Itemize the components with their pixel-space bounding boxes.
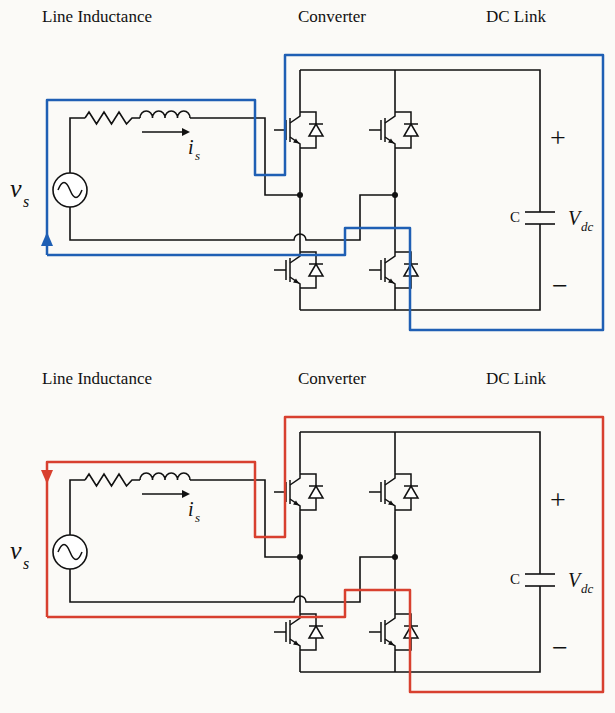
signal-subscript: s: [195, 149, 200, 162]
inductor-symbol: [140, 111, 190, 118]
sine-symbol: [58, 183, 82, 198]
junction-dot: [297, 192, 303, 198]
leg-wire: [394, 150, 396, 250]
wire: [70, 480, 85, 535]
igbt-switch: [369, 472, 418, 512]
capacitor-plate: [525, 211, 555, 213]
current-path: [47, 55, 603, 330]
current-path: [47, 417, 603, 692]
component-name: C: [510, 572, 520, 587]
inductor-symbol: [140, 473, 190, 480]
junction-dot: [392, 554, 398, 560]
resistor-symbol: [85, 474, 140, 486]
section-title: Converter: [298, 8, 366, 25]
leg-wire: [394, 70, 396, 110]
signal-name: V: [568, 570, 580, 590]
igbt-switch: [369, 110, 418, 150]
leg-wire: [299, 150, 301, 250]
signal-subscript: dc: [581, 220, 593, 233]
junction-dot: [392, 192, 398, 198]
arrow-head: [182, 128, 190, 136]
signal-subscript: dc: [581, 582, 593, 595]
signal-name: V: [568, 208, 580, 228]
signal-subscript: s: [195, 511, 200, 524]
direction-arrow: [41, 232, 53, 246]
signal-name: i: [188, 499, 194, 519]
leg-wire: [394, 512, 396, 612]
signal-subscript: s: [23, 194, 29, 210]
current-arrow: [142, 131, 184, 133]
sine-symbol: [58, 545, 82, 560]
capacitor-plate: [525, 223, 555, 225]
signal-name: v: [10, 538, 22, 564]
signal-name: v: [10, 176, 22, 202]
wire: [190, 118, 300, 195]
polarity-mark: −: [552, 634, 568, 662]
leg-wire: [394, 290, 396, 310]
resistor-symbol: [85, 112, 140, 124]
dc-rail: [300, 432, 540, 574]
polarity-mark: +: [550, 486, 566, 514]
arrow-head: [182, 490, 190, 498]
section-title: Line Inductance: [42, 8, 152, 25]
leg-wire: [299, 290, 301, 310]
signal-subscript: s: [23, 556, 29, 572]
leg-wire: [299, 652, 301, 672]
dc-rail: [300, 70, 540, 212]
capacitor-plate: [525, 585, 555, 587]
leg-wire: [299, 432, 301, 472]
converter-circuit: [41, 55, 603, 330]
capacitor-plate: [525, 573, 555, 575]
ac-source: [53, 535, 87, 569]
igbt-switch: [274, 110, 323, 150]
section-title: Converter: [298, 370, 366, 387]
section-title: DC Link: [486, 8, 546, 25]
junction-dot: [297, 554, 303, 560]
converter-circuit: [41, 417, 603, 692]
component-name: C: [510, 210, 520, 225]
polarity-mark: +: [550, 124, 566, 152]
current-arrow: [142, 493, 184, 495]
dc-rail: [300, 586, 540, 672]
leg-wire: [299, 70, 301, 110]
leg-wire: [299, 512, 301, 612]
wire: [70, 118, 85, 173]
direction-arrow: [41, 470, 53, 484]
ac-source: [53, 173, 87, 207]
section-title: Line Inductance: [42, 370, 152, 387]
leg-wire: [394, 432, 396, 472]
igbt-switch: [274, 472, 323, 512]
section-title: DC Link: [486, 370, 546, 387]
signal-name: i: [188, 137, 194, 157]
leg-wire: [394, 652, 396, 672]
dc-rail: [300, 224, 540, 310]
polarity-mark: −: [552, 272, 568, 300]
wire: [190, 480, 300, 557]
